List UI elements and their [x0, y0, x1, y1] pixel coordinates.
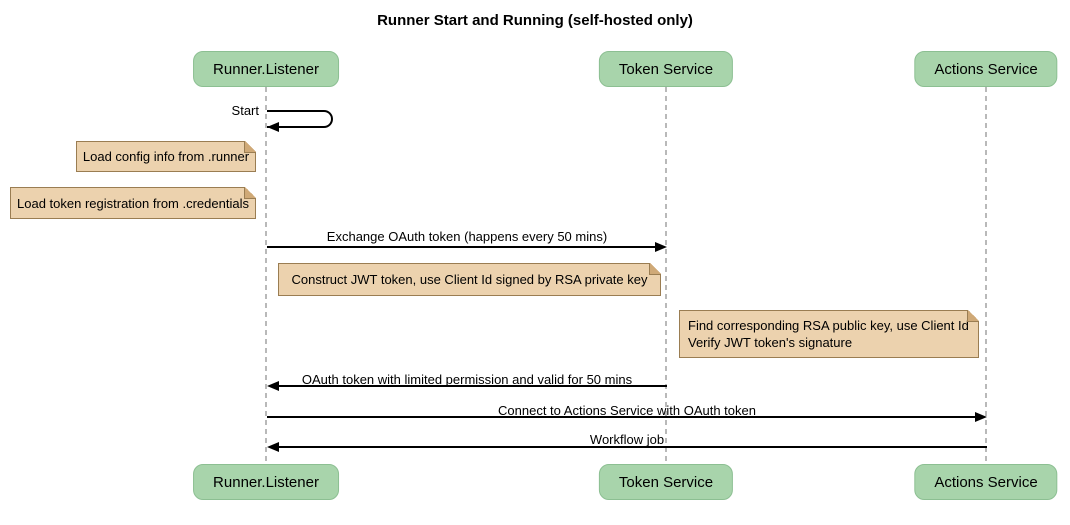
self-message-arrow	[267, 110, 333, 128]
note-fold-icon	[244, 187, 256, 199]
note-fold-icon	[244, 141, 256, 153]
note-text: Load config info from .runner	[82, 149, 250, 164]
participant-top-runner-listener: Runner.Listener	[193, 51, 339, 87]
diagram-title: Runner Start and Running (self-hosted on…	[377, 12, 693, 29]
note-fold-icon	[967, 310, 979, 322]
arrowhead-left-icon	[267, 381, 279, 391]
note-load-token-registration: Load token registration from .credential…	[10, 187, 256, 219]
note-text: Load token registration from .credential…	[17, 195, 249, 211]
message-exchange-oauth-line	[267, 246, 659, 248]
message-connect-actions-line	[267, 416, 979, 418]
message-oauth-returned-line	[275, 385, 667, 387]
message-workflow-job-label: Workflow job	[589, 432, 665, 447]
note-text: Find corresponding RSA public key, use C…	[688, 318, 969, 350]
note-fold-icon	[649, 263, 661, 275]
message-exchange-oauth-label: Exchange OAuth token (happens every 50 m…	[326, 229, 608, 244]
arrowhead-right-icon	[655, 242, 667, 252]
note-text: Construct JWT token, use Client Id signe…	[291, 272, 648, 287]
participant-bottom-runner-listener: Runner.Listener	[193, 464, 339, 500]
lifeline-token-service	[665, 87, 667, 464]
note-construct-jwt: Construct JWT token, use Client Id signe…	[278, 263, 661, 296]
participant-top-token-service: Token Service	[598, 51, 734, 87]
note-load-config: Load config info from .runner	[76, 141, 256, 172]
arrowhead-left-icon	[267, 442, 279, 452]
lifeline-runner-listener	[265, 87, 267, 464]
participant-bottom-token-service: Token Service	[598, 464, 734, 500]
note-verify-jwt: Find corresponding RSA public key, use C…	[679, 310, 979, 358]
message-workflow-job-line	[275, 446, 987, 448]
lifeline-actions-service	[985, 87, 987, 464]
message-start-label: Start	[231, 103, 259, 118]
participant-bottom-actions-service: Actions Service	[914, 464, 1058, 500]
arrowhead-left-icon	[267, 122, 279, 132]
message-oauth-returned-label: OAuth token with limited permission and …	[301, 372, 633, 387]
participant-top-actions-service: Actions Service	[914, 51, 1058, 87]
message-connect-actions-label: Connect to Actions Service with OAuth to…	[498, 403, 756, 418]
arrowhead-right-icon	[975, 412, 987, 422]
